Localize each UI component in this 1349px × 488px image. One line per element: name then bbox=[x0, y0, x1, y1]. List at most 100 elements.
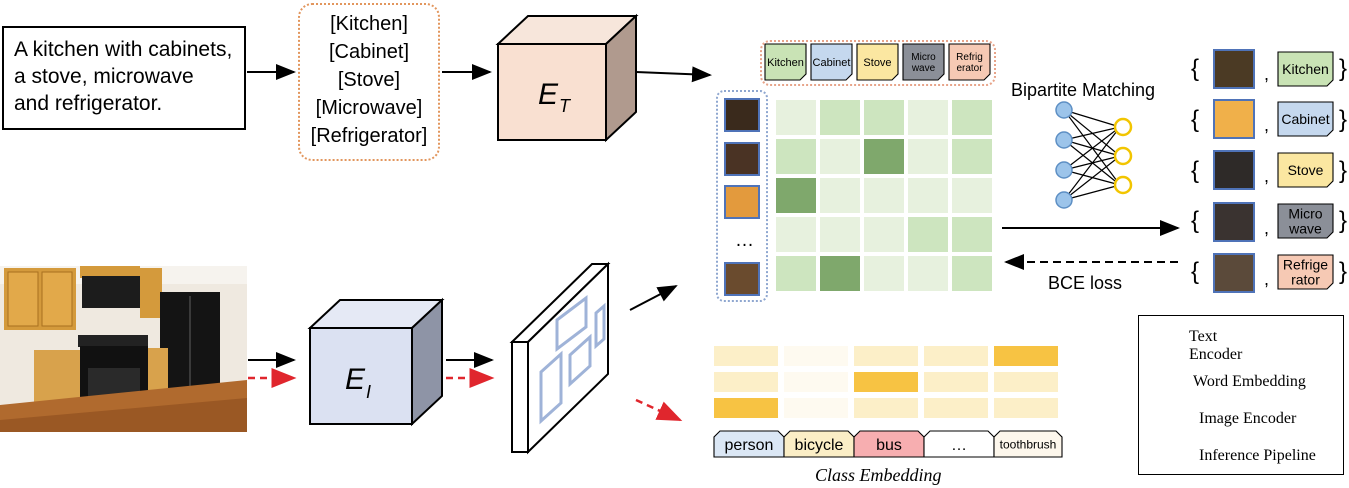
region-thumb bbox=[724, 262, 760, 296]
legend: Text Encoder Word Embedding Image Encode… bbox=[1138, 315, 1344, 475]
brace-close: } bbox=[1339, 157, 1347, 184]
class-name: … bbox=[951, 437, 967, 454]
similarity-cell bbox=[820, 100, 860, 135]
class-score-cell bbox=[714, 372, 778, 392]
similarity-cell bbox=[864, 139, 904, 174]
class-score-cell bbox=[994, 346, 1058, 366]
region-thumb bbox=[724, 185, 760, 219]
object-list-item: [Stove] bbox=[337, 69, 401, 91]
result-thumb bbox=[1213, 253, 1255, 293]
similarity-cell bbox=[908, 256, 948, 291]
inference-arrow-features-to-classes bbox=[635, 398, 683, 422]
image-encoder-cube bbox=[307, 297, 445, 427]
feature-map bbox=[509, 261, 611, 455]
result-thumb bbox=[1213, 99, 1255, 139]
comma: , bbox=[1264, 218, 1269, 238]
similarity-cell bbox=[776, 217, 816, 252]
class-score-cell bbox=[784, 372, 848, 392]
similarity-cell bbox=[820, 178, 860, 213]
brace-open: { bbox=[1191, 157, 1199, 184]
object-list-item: [Kitchen] bbox=[330, 13, 408, 35]
region-thumb bbox=[724, 98, 760, 132]
tag-label: Micro bbox=[911, 52, 936, 63]
similarity-cell bbox=[952, 139, 992, 174]
result-thumb bbox=[1213, 150, 1255, 190]
caption-line: A kitchen with cabinets, bbox=[14, 38, 233, 61]
kitchen-photo bbox=[0, 266, 247, 432]
tag-label: Stove bbox=[863, 57, 891, 69]
region-ellipsis: … bbox=[735, 230, 754, 251]
class-name: toothbrush bbox=[1000, 437, 1057, 451]
class-score-cell bbox=[714, 398, 778, 418]
tag-label: Micro bbox=[1288, 205, 1322, 221]
similarity-cell bbox=[864, 217, 904, 252]
tag-bar-outline bbox=[760, 40, 996, 86]
brace-open: { bbox=[1191, 207, 1199, 234]
tag-label: Kitchen bbox=[767, 57, 804, 69]
legend-inference-label: Inference Pipeline bbox=[1199, 447, 1316, 464]
result-rows: { , } { , } { , } { , } { , } bbox=[1191, 49, 1347, 293]
similarity-cell bbox=[952, 217, 992, 252]
similarity-cell bbox=[820, 256, 860, 291]
bipartite-matching-label: Bipartite Matching bbox=[1011, 80, 1156, 100]
class-score-cell bbox=[714, 346, 778, 366]
class-embedding-label: Class Embedding bbox=[815, 465, 942, 485]
tag-label: rator bbox=[1291, 271, 1320, 287]
word-embedding-tag bbox=[1277, 101, 1334, 137]
brace-close: } bbox=[1339, 207, 1347, 234]
brace-close: } bbox=[1339, 258, 1347, 285]
object-list-item: [Refrigerator] bbox=[310, 125, 428, 147]
caption-line: and refrigerator. bbox=[14, 92, 163, 115]
class-score-cell bbox=[924, 346, 988, 366]
tag-label: Stove bbox=[1288, 162, 1324, 178]
class-score-cell bbox=[994, 398, 1058, 418]
bce-loss-label: BCE loss bbox=[1048, 273, 1123, 293]
word-embedding-tag bbox=[1277, 203, 1334, 239]
word-embedding-tag bbox=[764, 43, 807, 81]
similarity-cell bbox=[776, 256, 816, 291]
object-list-item: [Cabinet] bbox=[328, 41, 410, 63]
comma: , bbox=[1264, 64, 1269, 84]
tag-label: wave bbox=[1288, 220, 1322, 236]
arrow-text-encoder-to-tags bbox=[635, 66, 712, 83]
similarity-cell bbox=[908, 217, 948, 252]
word-embedding-tag bbox=[1277, 51, 1334, 87]
tag-label: Cabinet bbox=[813, 57, 851, 69]
image-encoder-subscript: I bbox=[366, 382, 371, 402]
region-thumb bbox=[724, 142, 760, 176]
word-embedding-tag bbox=[1277, 254, 1334, 290]
similarity-cell bbox=[908, 139, 948, 174]
similarity-cell bbox=[952, 100, 992, 135]
similarity-cell bbox=[908, 178, 948, 213]
tag-label: Cabinet bbox=[1281, 111, 1329, 127]
class-score-cell bbox=[994, 372, 1058, 392]
image-encoder-symbol: E bbox=[345, 363, 366, 396]
legend-text-encoder-label: Encoder bbox=[1189, 346, 1243, 363]
class-score-cell bbox=[854, 346, 918, 366]
object-list-item: [Microwave] bbox=[315, 97, 423, 119]
class-score-cell bbox=[854, 398, 918, 418]
brace-open: { bbox=[1191, 106, 1199, 133]
arrow-features-to-matrix bbox=[629, 285, 678, 311]
class-score-heatmap bbox=[714, 346, 1058, 422]
similarity-cell bbox=[776, 139, 816, 174]
class-score-cell bbox=[784, 346, 848, 366]
similarity-cell bbox=[864, 178, 904, 213]
similarity-cell bbox=[820, 217, 860, 252]
similarity-cell bbox=[820, 139, 860, 174]
legend-text-encoder-label: Text bbox=[1189, 328, 1218, 345]
tag-label: wave bbox=[911, 63, 936, 74]
similarity-cell bbox=[776, 100, 816, 135]
class-score-cell bbox=[784, 398, 848, 418]
class-tab bbox=[993, 430, 1063, 458]
caption-box: A kitchen with cabinets, a stove, microw… bbox=[2, 26, 246, 130]
comma: , bbox=[1264, 115, 1269, 135]
result-thumb bbox=[1213, 49, 1255, 89]
word-embedding-tag bbox=[856, 43, 899, 81]
class-score-cell bbox=[854, 372, 918, 392]
tag-label: Refrige bbox=[1283, 256, 1328, 272]
similarity-cell bbox=[908, 100, 948, 135]
